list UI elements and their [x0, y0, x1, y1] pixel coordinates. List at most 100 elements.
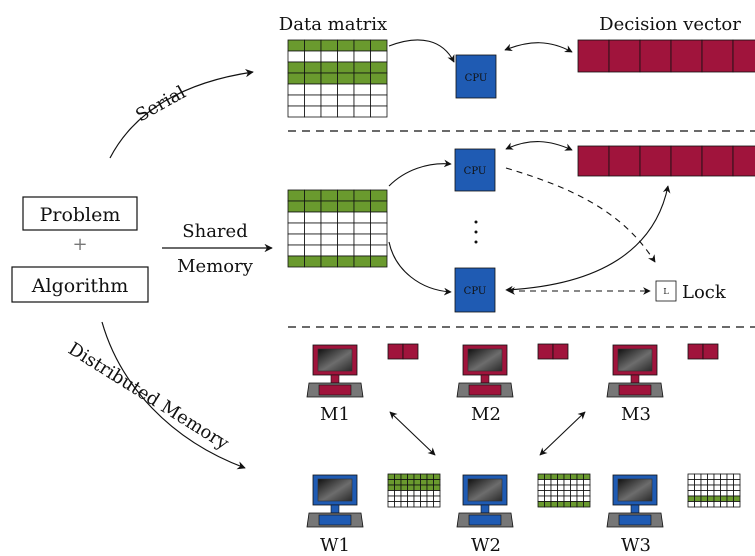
matrix-cell — [700, 473, 708, 480]
matrix-cell — [320, 39, 338, 52]
matrix-cell — [353, 233, 371, 246]
problem-box — [22, 196, 138, 231]
distributed-arrow — [101, 321, 246, 470]
matrix-cell — [694, 479, 702, 486]
cpu-vector-serial-arrow — [504, 42, 573, 53]
monitor-screen — [617, 478, 653, 502]
matrix-cell — [370, 233, 388, 246]
matrix-cell — [353, 222, 371, 235]
matrix-cell — [370, 61, 388, 74]
distributed-label: Distributed Memory — [64, 338, 233, 454]
serial-vector-cells — [577, 39, 755, 73]
vector-cell — [701, 145, 734, 177]
vector-cell — [701, 39, 734, 73]
matrix-cell — [353, 61, 371, 74]
matrix-cell — [320, 255, 338, 268]
matrix-cell — [537, 501, 545, 508]
matrix-cell — [557, 495, 565, 502]
matrix-cell — [353, 244, 371, 257]
matrix-cell — [287, 233, 305, 246]
matrix-cell — [287, 189, 305, 202]
matrix-cell — [337, 39, 355, 52]
matrix-cell — [407, 490, 415, 497]
matrix-cell — [370, 255, 388, 268]
matrix-cell — [426, 479, 434, 486]
matrix-cell — [400, 473, 408, 480]
vector-cell — [639, 145, 672, 177]
matrix-cell — [353, 83, 371, 96]
matrix-cell — [733, 479, 741, 486]
cpu-top-lock-arrow — [505, 167, 656, 263]
matrix-cell — [694, 484, 702, 491]
matrix-cell — [433, 473, 441, 480]
matrix-cell — [320, 61, 338, 74]
matrix-cell — [726, 484, 734, 491]
matrix-cell — [304, 211, 322, 224]
matrix-cell — [413, 495, 421, 502]
matrix-cell — [353, 94, 371, 107]
matrix-cell — [570, 495, 578, 502]
matrix-cell — [394, 490, 402, 497]
matrix-cell — [400, 495, 408, 502]
matrix-cell — [387, 473, 395, 480]
matrix-cell — [413, 484, 421, 491]
matrix-cell — [700, 501, 708, 508]
matrix-cell — [557, 490, 565, 497]
matrix-cell — [387, 479, 395, 486]
matrix-cell — [320, 211, 338, 224]
matrix-cell — [557, 473, 565, 480]
matrix-cell — [420, 501, 428, 508]
matrix-cell — [370, 83, 388, 96]
monitor-stand — [330, 504, 340, 514]
algorithm-label: Algorithm — [31, 275, 128, 297]
master-vector-piece-1 — [387, 343, 419, 360]
matrix-cell — [413, 490, 421, 497]
matrix-cell — [550, 490, 558, 497]
matrix-cell — [304, 72, 322, 85]
matrix-cell — [370, 222, 388, 235]
matrix-cell — [337, 200, 355, 213]
matrix-cell — [707, 473, 715, 480]
matrix-cell — [707, 479, 715, 486]
matrix-cell — [370, 244, 388, 257]
matrix-cell — [707, 495, 715, 502]
matrix-cell — [320, 94, 338, 107]
worker-computer-2 — [456, 474, 514, 528]
matrix-cell — [687, 479, 695, 486]
matrix-cell — [287, 211, 305, 224]
vector-cell — [732, 145, 755, 177]
matrix-cell — [337, 233, 355, 246]
monitor-screen — [617, 348, 653, 372]
matrix-cell — [420, 479, 428, 486]
matrix-cell — [370, 200, 388, 213]
shared-label: Shared — [182, 221, 247, 242]
matrix-cell — [713, 490, 721, 497]
matrix-cell — [720, 501, 728, 508]
matrix-cell — [550, 501, 558, 508]
matrix-cell — [287, 39, 305, 52]
matrix-cell — [694, 473, 702, 480]
computer-base-front — [618, 384, 652, 396]
matrix-cell — [320, 189, 338, 202]
data-matrix-title: Data matrix — [279, 14, 387, 35]
shared-cpu-top — [454, 148, 496, 192]
master-label-1: M1 — [320, 404, 350, 425]
matrix-cell — [407, 484, 415, 491]
matrix-cell — [563, 473, 571, 480]
matrix-cell — [337, 72, 355, 85]
matrix-cell — [563, 484, 571, 491]
matrix-cell — [394, 479, 402, 486]
algorithm-box — [11, 266, 149, 303]
matrix-cell — [563, 490, 571, 497]
matrix-cell — [687, 490, 695, 497]
serial-matrix-grid — [287, 39, 388, 118]
serial-cpu — [455, 54, 497, 99]
matrix-cell — [304, 50, 322, 63]
serial-cpu-label: CPU — [465, 73, 488, 84]
matrix-cell — [287, 61, 305, 74]
computer-base-front — [468, 384, 502, 396]
worker-matrix-2 — [537, 473, 591, 508]
matrix-cell — [433, 490, 441, 497]
matrix-cell — [353, 189, 371, 202]
matrix-cell — [337, 255, 355, 268]
